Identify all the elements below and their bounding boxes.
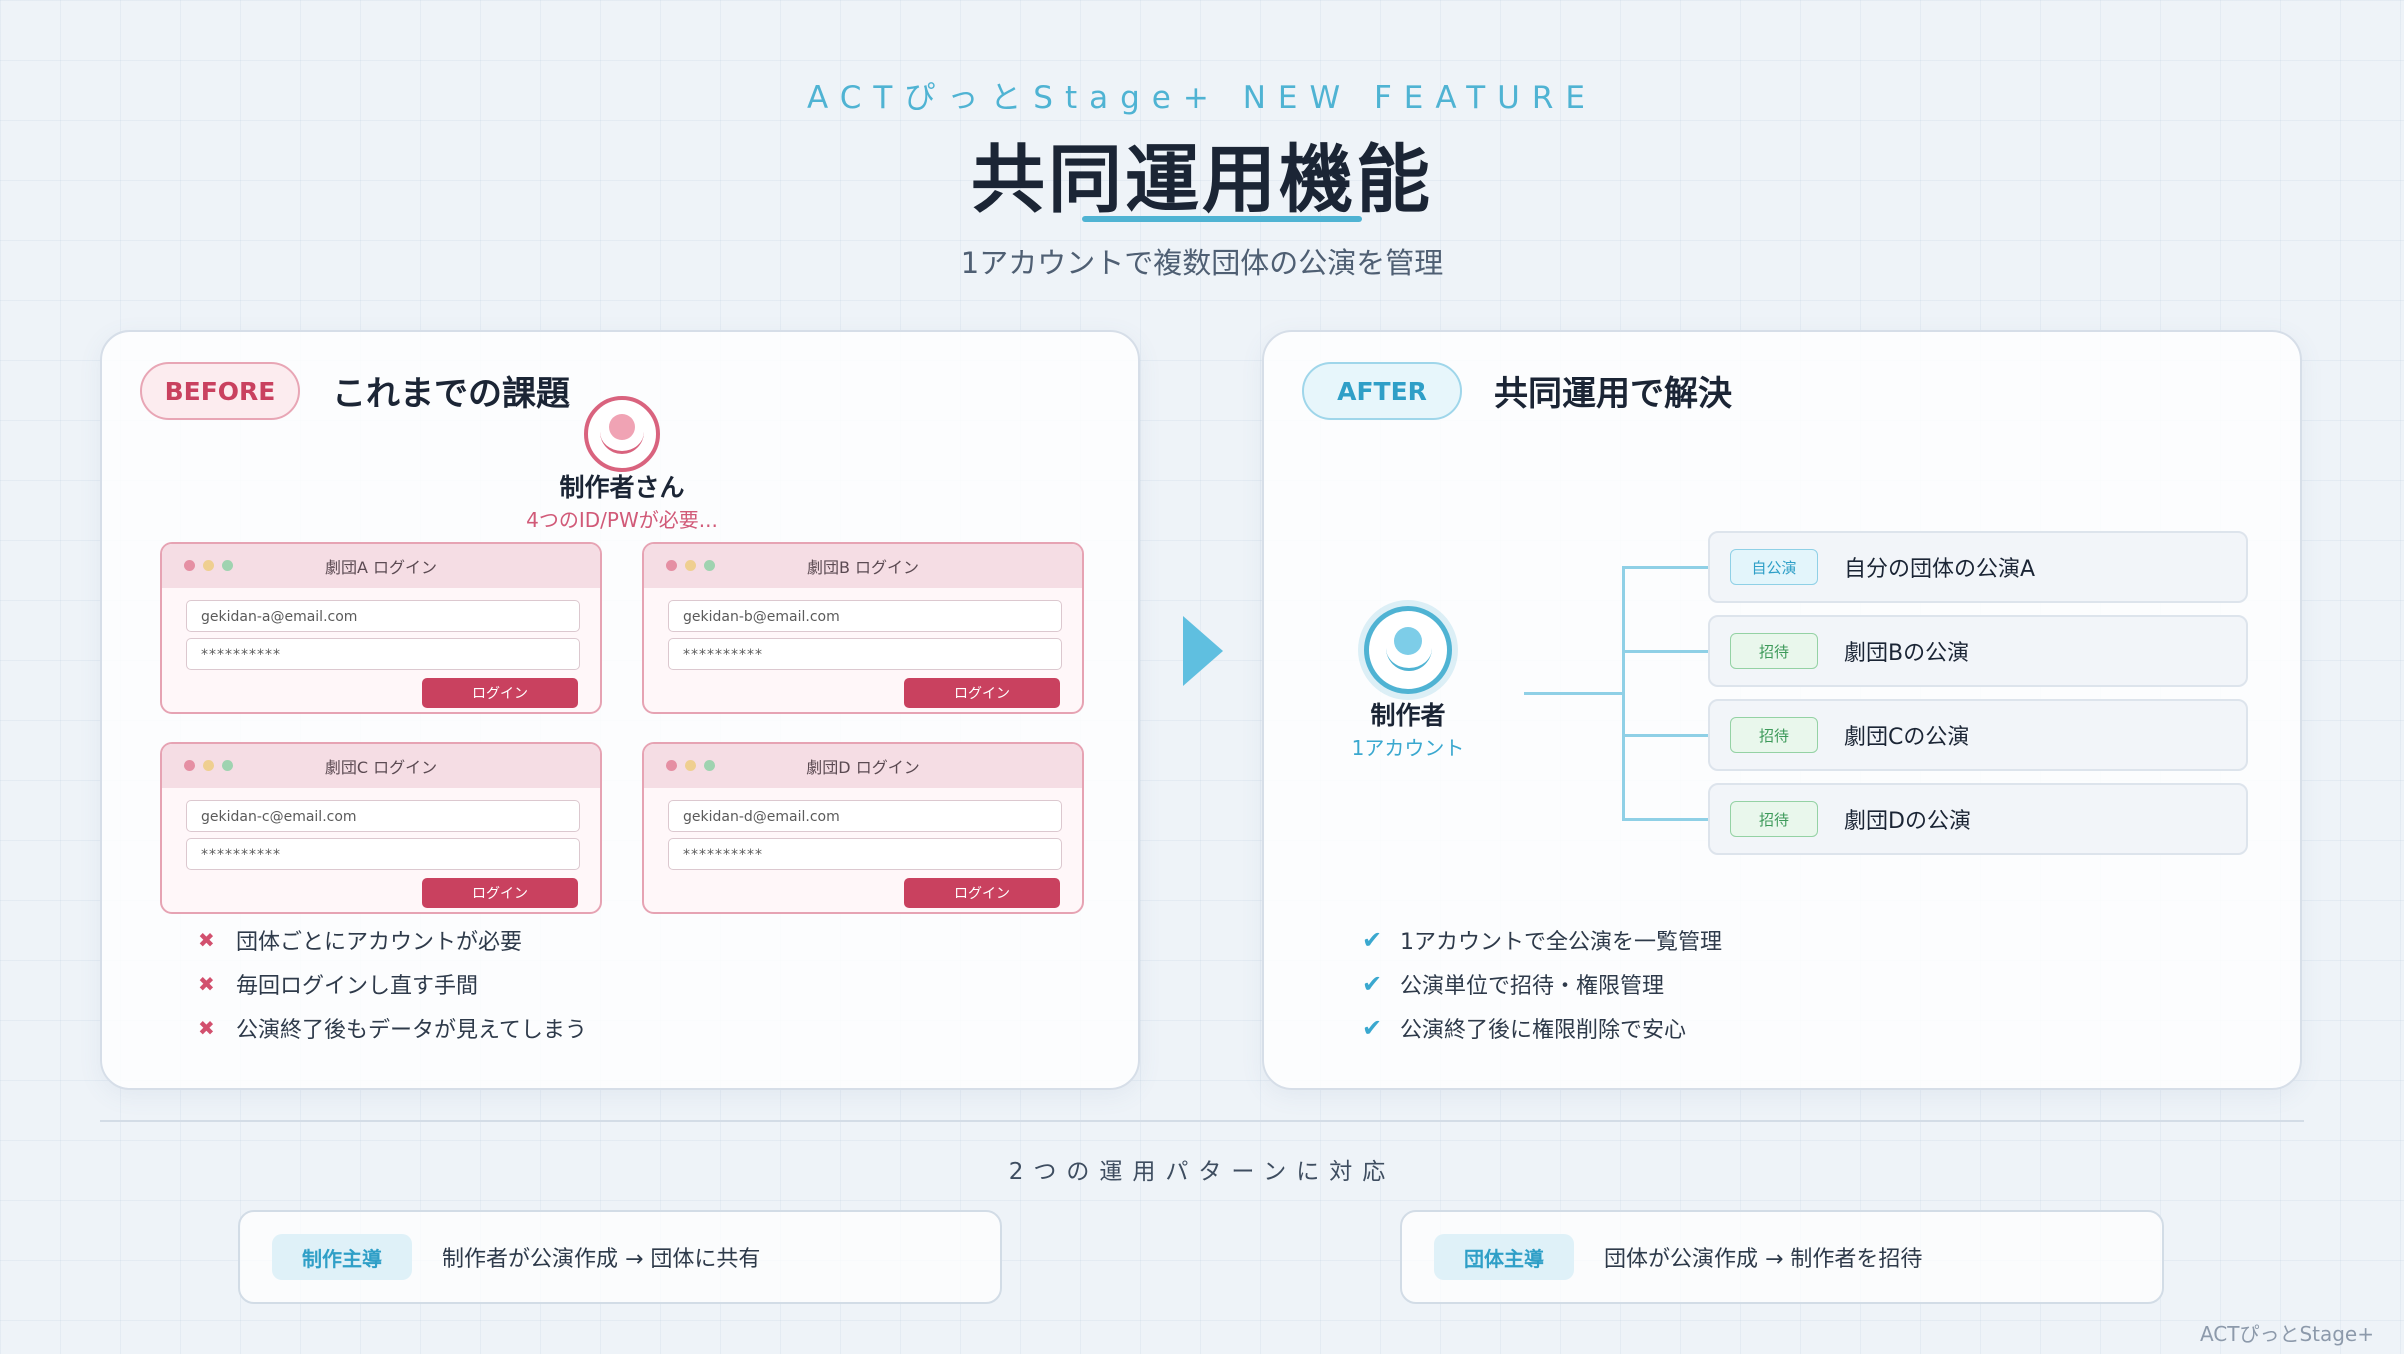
window-dots-icon — [666, 560, 715, 571]
person-note: 4つのID/PWが必要... — [526, 508, 718, 532]
issue-text: 毎回ログインし直す手間 — [236, 974, 479, 999]
login-window-titlebar: 劇団D ログイン — [644, 744, 1082, 788]
window-dots-icon — [184, 560, 233, 571]
patterns-title: 2つの運用パターンに対応 — [1008, 1159, 1396, 1185]
check-icon: ✔ — [1362, 926, 1383, 954]
arrow-right-icon — [1183, 616, 1223, 686]
benefit-text: 公演終了後に権限削除で安心 — [1400, 1018, 1687, 1043]
performance-label: 劇団Bの公演 — [1844, 641, 1970, 666]
password-field[interactable]: ********** — [186, 838, 580, 870]
check-icon: ✔ — [1362, 1014, 1383, 1042]
login-window-title: 劇団C ログイン — [324, 758, 438, 777]
check-icon: ✔ — [1362, 970, 1383, 998]
person-smile-icon — [600, 426, 644, 454]
invite-tag: 招待 — [1730, 717, 1818, 753]
cross-icon: ✖ — [198, 928, 215, 952]
invite-tag: 招待 — [1730, 633, 1818, 669]
connector-line — [1622, 566, 1708, 569]
after-title: 共同運用で解決 — [1494, 374, 1732, 414]
person-name: 制作者さん — [559, 473, 685, 502]
before-badge: BEFORE — [140, 362, 300, 420]
title-underline — [1082, 216, 1362, 222]
issue-text: 団体ごとにアカウントが必要 — [236, 930, 523, 955]
login-window-d: 劇団D ログイン gekidan-d@email.com ********** … — [642, 742, 1084, 914]
performance-label: 自分の団体の公演A — [1844, 557, 2036, 582]
connector-line — [1622, 818, 1708, 821]
feature-eyebrow: ACTぴっとStage+ NEW FEATURE — [807, 80, 1597, 116]
cross-icon: ✖ — [198, 972, 215, 996]
login-window-title: 劇団A ログイン — [324, 558, 438, 577]
login-window-titlebar: 劇団C ログイン — [162, 744, 600, 788]
benefit-text: 1アカウントで全公演を一覧管理 — [1400, 930, 1722, 955]
connector-line — [1622, 566, 1625, 820]
login-window-b: 劇団B ログイン gekidan-b@email.com ********** … — [642, 542, 1084, 714]
footer-brand: ACTぴっとStage+ — [2199, 1322, 2374, 1346]
login-window-titlebar: 劇団A ログイン — [162, 544, 600, 588]
performance-label: 劇団Dの公演 — [1844, 809, 1971, 834]
connector-line — [1622, 650, 1708, 653]
before-panel: BEFORE これまでの課題 制作者さん 4つのID/PWが必要... 劇団A … — [100, 330, 1140, 1090]
after-badge: AFTER — [1302, 362, 1462, 420]
person-smile-icon — [1386, 643, 1432, 671]
benefit-list: ✔ 1アカウントで全公演を一覧管理 ✔ 公演単位で招待・権限管理 ✔ 公演終了後… — [1362, 918, 1722, 1050]
pattern-tag: 団体主導 — [1434, 1234, 1574, 1280]
pattern-card-producer: 制作主導 制作者が公演作成 → 団体に共有 — [238, 1210, 1002, 1304]
after-panel: AFTER 共同運用で解決 制作者 1アカウント 自公演 自分の団体の公演A 招… — [1262, 330, 2302, 1090]
cross-icon: ✖ — [198, 1016, 215, 1040]
password-field[interactable]: ********** — [668, 638, 1062, 670]
performance-card[interactable]: 自公演 自分の団体の公演A — [1708, 531, 2248, 603]
login-window-c: 劇団C ログイン gekidan-c@email.com ********** … — [160, 742, 602, 914]
list-item: ✖ 団体ごとにアカウントが必要 — [198, 918, 587, 962]
login-window-titlebar: 劇団B ログイン — [644, 544, 1082, 588]
invite-tag: 招待 — [1730, 801, 1818, 837]
list-item: ✔ 公演単位で招待・権限管理 — [1362, 962, 1722, 1006]
window-dots-icon — [184, 760, 233, 771]
issue-text: 公演終了後もデータが見えてしまう — [236, 1018, 587, 1043]
own-performance-tag: 自公演 — [1730, 549, 1818, 585]
pattern-tag: 制作主導 — [272, 1234, 412, 1280]
list-item: ✔ 1アカウントで全公演を一覧管理 — [1362, 918, 1722, 962]
pattern-text: 団体が公演作成 → 制作者を招待 — [1604, 1247, 1923, 1272]
list-item: ✖ 毎回ログインし直す手間 — [198, 962, 587, 1006]
person-note: 1アカウント — [1351, 736, 1465, 760]
page-title: 共同運用機能 — [971, 137, 1433, 223]
password-field[interactable]: ********** — [186, 638, 580, 670]
email-field[interactable]: gekidan-c@email.com — [186, 800, 580, 832]
list-item: ✖ 公演終了後もデータが見えてしまう — [198, 1006, 587, 1050]
person-name: 制作者 — [1370, 701, 1446, 730]
window-dots-icon — [666, 760, 715, 771]
section-divider — [100, 1120, 2304, 1122]
performance-card[interactable]: 招待 劇団Bの公演 — [1708, 615, 2248, 687]
person-icon — [1364, 606, 1452, 694]
login-button[interactable]: ログイン — [422, 678, 578, 708]
email-field[interactable]: gekidan-a@email.com — [186, 600, 580, 632]
before-title: これまでの課題 — [332, 374, 570, 414]
login-window-a: 劇団A ログイン gekidan-a@email.com ********** … — [160, 542, 602, 714]
performance-card[interactable]: 招待 劇団Dの公演 — [1708, 783, 2248, 855]
password-field[interactable]: ********** — [668, 838, 1062, 870]
login-window-title: 劇団B ログイン — [806, 558, 920, 577]
email-field[interactable]: gekidan-d@email.com — [668, 800, 1062, 832]
login-button[interactable]: ログイン — [904, 878, 1060, 908]
pattern-card-troupe: 団体主導 団体が公演作成 → 制作者を招待 — [1400, 1210, 2164, 1304]
login-button[interactable]: ログイン — [904, 678, 1060, 708]
email-field[interactable]: gekidan-b@email.com — [668, 600, 1062, 632]
connector-line — [1622, 734, 1708, 737]
person-icon — [584, 396, 660, 472]
performance-label: 劇団Cの公演 — [1844, 725, 1970, 750]
performance-card[interactable]: 招待 劇団Cの公演 — [1708, 699, 2248, 771]
connector-line — [1524, 692, 1624, 695]
benefit-text: 公演単位で招待・権限管理 — [1400, 974, 1665, 999]
login-button[interactable]: ログイン — [422, 878, 578, 908]
login-window-title: 劇団D ログイン — [806, 758, 920, 777]
issue-list: ✖ 団体ごとにアカウントが必要 ✖ 毎回ログインし直す手間 ✖ 公演終了後もデー… — [198, 918, 587, 1050]
list-item: ✔ 公演終了後に権限削除で安心 — [1362, 1006, 1722, 1050]
page-subtitle: 1アカウントで複数団体の公演を管理 — [960, 246, 1444, 280]
pattern-text: 制作者が公演作成 → 団体に共有 — [442, 1247, 761, 1272]
